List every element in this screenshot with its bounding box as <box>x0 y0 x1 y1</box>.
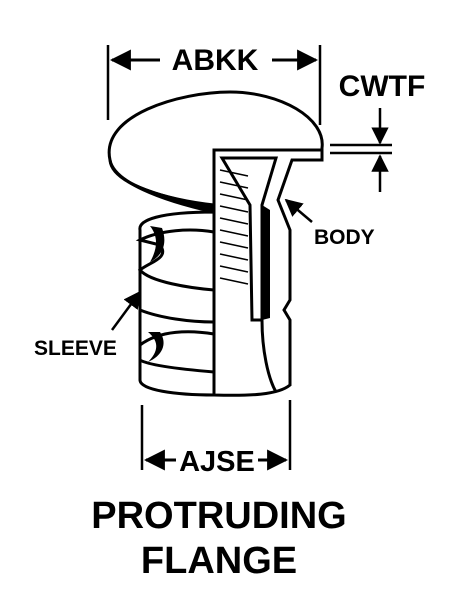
body-label: BODY <box>314 226 375 249</box>
body-thread <box>219 169 249 285</box>
body-bottom-curve <box>260 319 278 393</box>
title-line-1: PROTRUDING <box>91 495 346 537</box>
sleeve-upper-groove <box>135 228 216 292</box>
ajse-label: AJSE <box>179 446 255 478</box>
cwtf-label: CWTF <box>339 70 426 103</box>
cwtf-dimension: CWTF <box>330 70 425 192</box>
sleeve-callout: SLEEVE <box>34 290 142 360</box>
abkk-label: ABKK <box>172 44 259 77</box>
sleeve-leader <box>110 290 142 331</box>
title-line-2: FLANGE <box>141 540 297 582</box>
sleeve-label: SLEEVE <box>34 337 117 360</box>
abkk-dimension: ABKK <box>106 44 322 125</box>
body-callout: BODY <box>284 198 375 249</box>
ajse-dimension: AJSE <box>140 400 292 478</box>
sleeve-lower-groove-shade <box>148 332 164 362</box>
sleeve <box>135 210 216 397</box>
figure-title: PROTRUDING FLANGE <box>91 495 346 582</box>
body-section <box>212 148 324 397</box>
sleeve-band <box>139 308 215 324</box>
head-rim-shadow <box>110 160 214 212</box>
body-leader <box>284 198 313 223</box>
body-inner-shade <box>262 205 270 320</box>
sleeve-upper-groove-shade <box>150 226 165 262</box>
